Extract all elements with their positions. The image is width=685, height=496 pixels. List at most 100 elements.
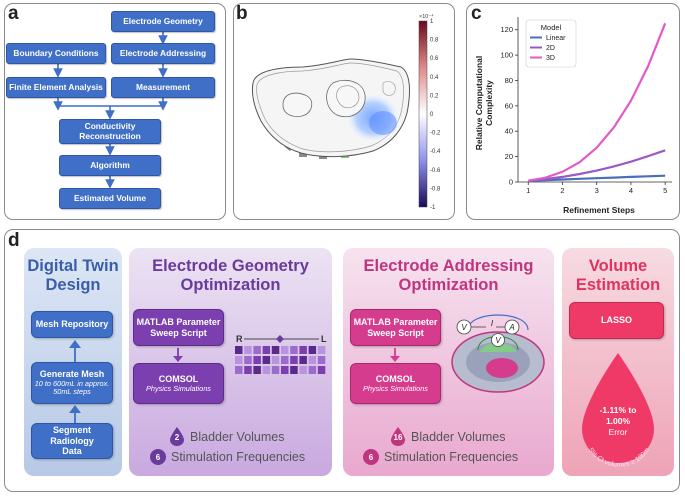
reconstruction-label: Reconstruction [79, 130, 141, 141]
geometry-freq-count: 6 [150, 449, 166, 465]
addressing-matlab-box: MATLAB Parameter Sweep Script [350, 309, 441, 346]
electrode-cell [290, 356, 298, 364]
y-tick-label: 0 [509, 178, 513, 187]
algorithm-label: Algorithm [90, 159, 130, 170]
series-line-3d [528, 22, 667, 182]
x-tick-label: 3 [595, 186, 599, 195]
electrode-geometry-box: Electrode Geometry [111, 11, 215, 32]
x-tick-label: 4 [629, 186, 633, 195]
addressing-bladder-count: 16 [393, 433, 403, 442]
conductivity-reconstruction-box: Conductivity Reconstruction [59, 119, 161, 144]
colorbar-tick: 0.8 [430, 38, 439, 44]
lasso-box: LASSO [569, 302, 664, 339]
electrode-cell [262, 346, 271, 354]
electrode-cell [317, 346, 326, 354]
colorbar-tick: -0.2 [430, 131, 441, 137]
series-line-2d [528, 149, 666, 182]
electrode-grid: R L [235, 334, 327, 374]
error-line3: Error [609, 427, 628, 437]
mesh-repository-label: Mesh Repository [35, 319, 109, 330]
electrode-cell [271, 366, 280, 374]
electrode-cell [235, 346, 243, 354]
electrode-cell [317, 356, 326, 364]
legend-entry: 3D [546, 55, 555, 62]
colorbar-tick: -0.6 [430, 168, 441, 174]
geometry-section [129, 248, 332, 476]
segment-label-line2: Data [62, 446, 82, 457]
electrode-cell [281, 346, 289, 354]
finite-element-analysis-label: Finite Element Analysis [9, 81, 103, 92]
geometry-matlab-label-line2: Sweep Script [150, 327, 207, 338]
series-line-linear [528, 174, 666, 182]
electrode-cell [253, 346, 261, 354]
electrode-cell [271, 346, 280, 354]
electrode-cell [235, 366, 243, 374]
addressing-title-line1: Electrode Addressing [363, 257, 534, 275]
selector-diamond [276, 335, 284, 343]
volume-title-line2: Estimation [575, 275, 661, 294]
digital-twin-title-line1: Digital Twin [27, 257, 119, 275]
geometry-comsol-sub: Physics Simulations [146, 383, 211, 393]
electrode-cell [317, 366, 326, 374]
complexity-chart: Relative Computational Complexity Refine… [474, 17, 672, 215]
y-axis-label-line2: Complexity [484, 80, 494, 126]
x-tick-label: 1 [526, 186, 530, 195]
segment-label-line1: Segment Radiology [50, 424, 94, 446]
error-drop: -1.11% to 1.00% Error 95% CI volumes ≥ 1… [562, 345, 654, 469]
electrode-cell [308, 346, 317, 354]
voltmeter-label-1: V [461, 323, 467, 332]
estimated-volume-label: Estimated Volume [74, 192, 146, 203]
boundary-conditions-label: Boundary Conditions [13, 47, 99, 58]
panel-a [4, 3, 226, 220]
digital-twin-title-line2: Design [45, 275, 101, 294]
x-tick-label: 2 [560, 186, 564, 195]
addressing-comsol-box: COMSOL Physics Simulations [350, 363, 441, 404]
x-axis-label: Refinement Steps [563, 205, 635, 215]
digital-twin-arrows [69, 340, 81, 423]
error-line1: -1.11% to [600, 405, 637, 415]
addressing-comsol-label: COMSOL [375, 373, 416, 384]
geometry-bladder-count: 2 [174, 433, 180, 442]
panel-label-c: c [471, 3, 482, 24]
electrode-cell [253, 356, 261, 364]
geometry-freq-text: Stimulation Frequencies [171, 450, 306, 464]
electrode-cell [299, 346, 307, 354]
electrode-cell [308, 366, 317, 374]
colorbar-tick: 0.4 [430, 75, 439, 81]
legend-title: Model [541, 23, 562, 32]
addressing-matlab-label-line1: MATLAB Parameter [353, 316, 438, 327]
electrode-cell [244, 356, 252, 364]
y-tick-label: 120 [500, 25, 513, 34]
current-label: I [491, 319, 494, 328]
addressing-title-line2: Optimization [398, 275, 499, 294]
legend-entry: 2D [546, 45, 555, 52]
estimated-volume-box: Estimated Volume [59, 188, 161, 209]
voltmeter-label-2: V [495, 336, 501, 345]
colorbar-tick: 1 [430, 19, 434, 25]
electrode-addressing-diagram: V A I V [451, 314, 545, 393]
addressing-matlab-label-line2: Sweep Script [367, 327, 424, 338]
digital-twin-title: Digital Twin Design [24, 257, 122, 295]
drop-icon: 2 [169, 427, 185, 446]
electrode-cell [299, 356, 307, 364]
electrode-cell [271, 356, 280, 364]
measurement-label: Measurement [136, 81, 190, 92]
addressing-title: Electrode Addressing Optimization [343, 257, 554, 295]
addressing-down-arrow [390, 348, 400, 362]
algorithm-box: Algorithm [59, 155, 161, 176]
mesh-reconstruction-image: ×10⁻⁴ 10.80.60.40.20-0.2-0.4-0.6-0.8-1 [252, 13, 441, 211]
electrode-geometry-label: Electrode Geometry [123, 15, 203, 26]
geometry-bladder-stat: 2 Bladder Volumes [169, 427, 285, 446]
generate-mesh-label: Generate Mesh [39, 368, 105, 379]
electrode-addressing-label: Electrode Addressing [119, 47, 207, 58]
electrode-cell [244, 366, 252, 374]
electrode-cell [244, 346, 252, 354]
grid-label-r: R [236, 334, 243, 344]
addressing-freq-stat: 6 Stimulation Frequencies [363, 449, 518, 465]
x-tick-label: 5 [663, 186, 667, 195]
electrode-cell [290, 346, 298, 354]
y-axis-label-line1: Relative Computational [474, 56, 484, 150]
electrode-cell [262, 366, 271, 374]
geometry-title-line2: Optimization [180, 275, 281, 294]
geometry-comsol-box: COMSOL Physics Simulations [133, 363, 224, 404]
